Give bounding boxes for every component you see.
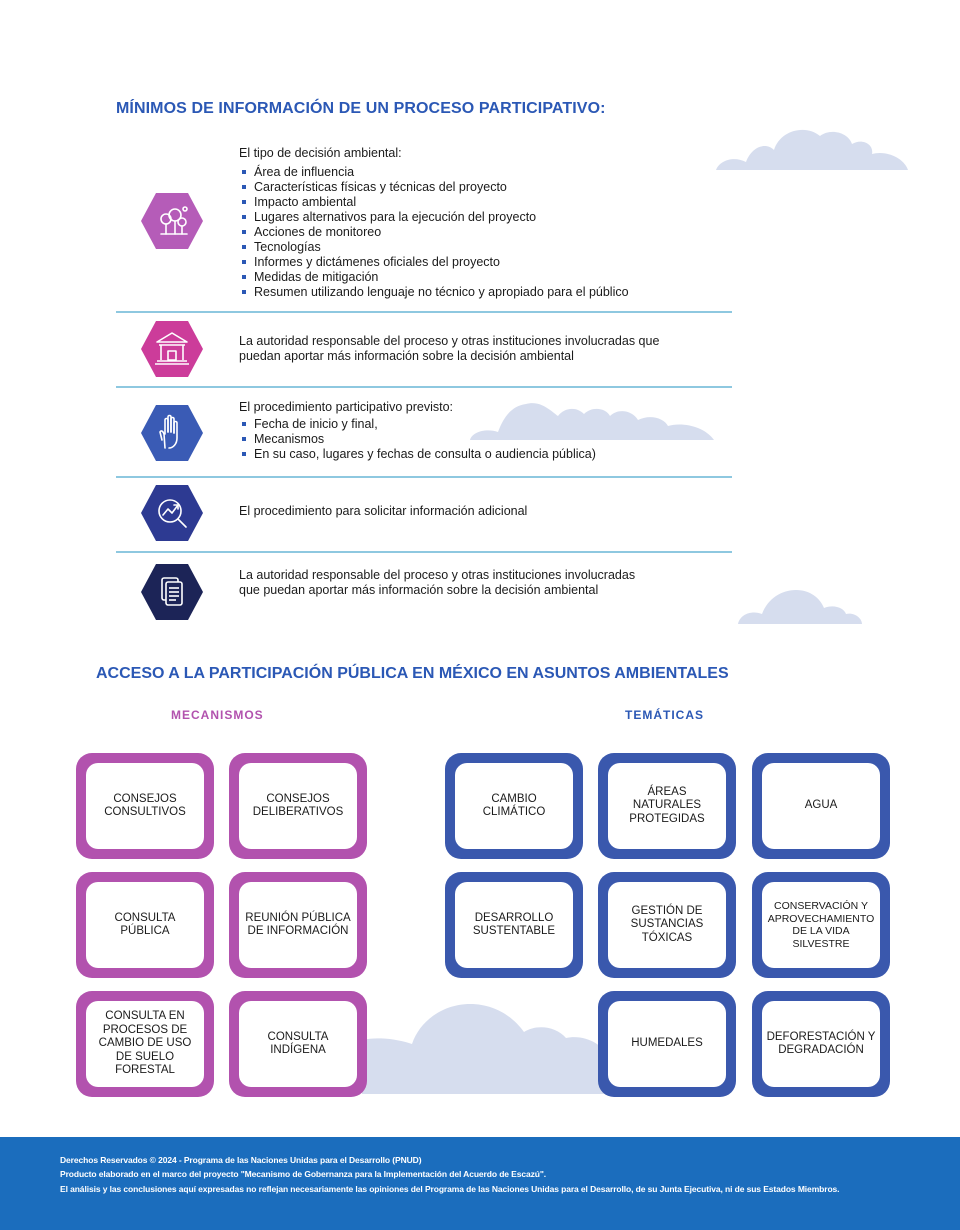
mecanismo-card: CONSULTA INDÍGENA: [229, 991, 367, 1097]
list-item: Mecanismos: [239, 432, 596, 447]
magnifier-chart-icon: [141, 485, 203, 541]
footer: Derechos Reservados © 2024 - Programa de…: [0, 1137, 960, 1230]
row-2-text: La autoridad responsable del proceso y o…: [239, 334, 660, 363]
cloud-decoration-bottom: [362, 1004, 608, 1094]
mecanismo-card: CONSULTA EN PROCESOS DE CAMBIO DE USO DE…: [76, 991, 214, 1097]
card-label: DEFORESTACIÓN Y DEGRADACIÓN: [762, 1001, 880, 1087]
section-title-minimos: MÍNIMOS DE INFORMACIÓN DE UN PROCESO PAR…: [116, 100, 606, 117]
card-label: AGUA: [762, 763, 880, 849]
tematica-card: DESARROLLO SUSTENTABLE: [445, 872, 583, 978]
card-label: CONSULTA EN PROCESOS DE CAMBIO DE USO DE…: [86, 1001, 204, 1087]
list-item: Fecha de inicio y final,: [239, 417, 596, 432]
list-item: En su caso, lugares y fechas de consulta…: [239, 447, 596, 462]
row-5-hex: [140, 563, 204, 621]
row-5-text: La autoridad responsable del proceso y o…: [239, 568, 636, 597]
tematica-card: AGUA: [752, 753, 890, 859]
row-1-intro: El tipo de decisión ambiental:: [239, 146, 402, 160]
mecanismo-card: CONSEJOS DELIBERATIVOS: [229, 753, 367, 859]
tematica-card: ÁREAS NATURALES PROTEGIDAS: [598, 753, 736, 859]
row-divider: [116, 476, 732, 478]
card-label: ÁREAS NATURALES PROTEGIDAS: [608, 763, 726, 849]
cloud-decoration-middle: [470, 403, 714, 440]
card-label: CAMBIO CLIMÁTICO: [455, 763, 573, 849]
list-item: Características físicas y técnicas del p…: [239, 180, 629, 195]
list-item: Tecnologías: [239, 240, 629, 255]
row-3-hex: [140, 404, 204, 462]
row-4-hex: [140, 484, 204, 542]
row-divider: [116, 551, 732, 553]
footer-copyright: Derechos Reservados © 2024 - Programa de…: [60, 1155, 422, 1165]
tematicas-heading: TEMÁTICAS: [625, 708, 704, 722]
row-1-bullets: Área de influencia Características físic…: [239, 165, 629, 300]
mecanismo-card: CONSULTA PÚBLICA: [76, 872, 214, 978]
tematica-card: CAMBIO CLIMÁTICO: [445, 753, 583, 859]
cloud-decoration-right: [738, 590, 862, 624]
tematica-card: DEFORESTACIÓN Y DEGRADACIÓN: [752, 991, 890, 1097]
documents-icon: [141, 564, 203, 620]
card-label: CONSEJOS CONSULTIVOS: [86, 763, 204, 849]
list-item: Medidas de mitigación: [239, 270, 629, 285]
list-item: Acciones de monitoreo: [239, 225, 629, 240]
list-item: Informes y dictámenes oficiales del proy…: [239, 255, 629, 270]
list-item: Resumen utilizando lenguaje no técnico y…: [239, 285, 629, 300]
row-3-text: El procedimiento participativo previsto:…: [239, 400, 596, 462]
mecanismos-heading: MECANISMOS: [171, 708, 264, 722]
row-divider: [116, 386, 732, 388]
raised-hand-icon: [141, 405, 203, 461]
row-2-hex: [140, 320, 204, 378]
row-1-text: El tipo de decisión ambiental: Área de i…: [239, 146, 629, 300]
row-3-bullets: Fecha de inicio y final, Mecanismos En s…: [239, 417, 596, 462]
footer-project-note: Producto elaborado en el marco del proye…: [60, 1169, 547, 1179]
card-label: CONSEJOS DELIBERATIVOS: [239, 763, 357, 849]
row-1-hex: [140, 192, 204, 250]
card-label: CONSERVACIÓN Y APROVECHAMIENTO DE LA VID…: [762, 882, 880, 968]
mecanismo-card: CONSEJOS CONSULTIVOS: [76, 753, 214, 859]
mecanismo-card: REUNIÓN PÚBLICA DE INFORMACIÓN: [229, 872, 367, 978]
list-item: Lugares alternativos para la ejecución d…: [239, 210, 629, 225]
institution-building-icon: [141, 321, 203, 377]
card-label: GESTIÓN DE SUSTANCIAS TÓXICAS: [608, 882, 726, 968]
tematica-card: CONSERVACIÓN Y APROVECHAMIENTO DE LA VID…: [752, 872, 890, 978]
row-divider: [116, 311, 732, 313]
card-label: HUMEDALES: [608, 1001, 726, 1087]
list-item: Impacto ambiental: [239, 195, 629, 210]
footer-disclaimer: El análisis y las conclusiones aquí expr…: [60, 1184, 840, 1194]
card-label: REUNIÓN PÚBLICA DE INFORMACIÓN: [239, 882, 357, 968]
card-label: CONSULTA PÚBLICA: [86, 882, 204, 968]
row-3-intro: El procedimiento participativo previsto:: [239, 400, 453, 414]
card-label: CONSULTA INDÍGENA: [239, 1001, 357, 1087]
cloud-decoration-top: [716, 129, 908, 170]
list-item: Área de influencia: [239, 165, 629, 180]
tematica-card: HUMEDALES: [598, 991, 736, 1097]
tematica-card: GESTIÓN DE SUSTANCIAS TÓXICAS: [598, 872, 736, 978]
card-label: DESARROLLO SUSTENTABLE: [455, 882, 573, 968]
section-title-acceso: ACCESO A LA PARTICIPACIÓN PÚBLICA EN MÉX…: [96, 665, 729, 682]
trees-icon: [141, 193, 203, 249]
row-4-text: El procedimiento para solicitar informac…: [239, 504, 528, 518]
